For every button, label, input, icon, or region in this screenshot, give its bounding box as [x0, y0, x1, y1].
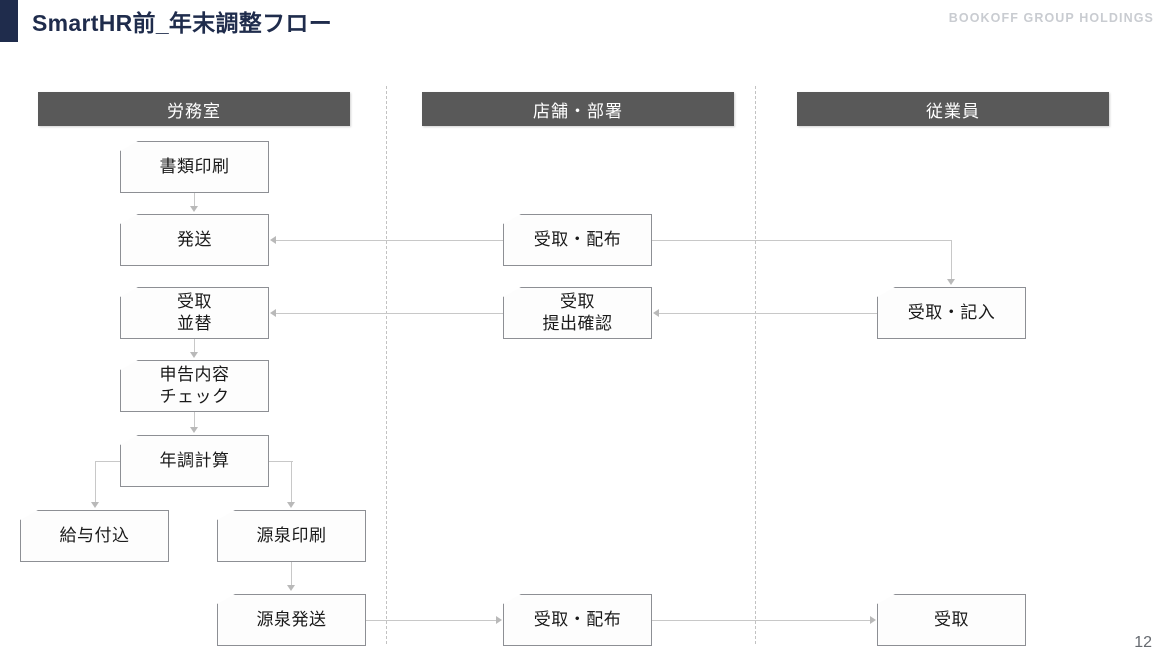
connector-keisan-to-gensen-v — [291, 461, 293, 503]
node-gensen-insatsu[interactable]: 源泉印刷 — [217, 510, 366, 562]
node-label: 源泉印刷 — [256, 526, 327, 546]
connector-haifu-to-kinyuu-v — [951, 240, 953, 280]
connector-shorui-to-hassou — [194, 193, 196, 208]
node-shape — [503, 214, 652, 266]
node-label: 給与付込 — [59, 526, 130, 546]
node-label: 書類印刷 — [159, 157, 230, 177]
arrow-right-icon — [870, 616, 876, 624]
node-label: 受取 並替 — [177, 292, 212, 333]
node-kyuyo-tsukekomi[interactable]: 給与付込 — [20, 510, 169, 562]
arrow-left-icon — [270, 309, 276, 317]
node-gensen-hassou[interactable]: 源泉発送 — [217, 594, 366, 646]
arrow-down-icon — [190, 352, 198, 358]
connector-gensen-to-haifu2 — [366, 620, 497, 622]
connector-keisan-to-gensen-h — [268, 461, 293, 463]
node-shape — [217, 594, 366, 646]
node-shape — [120, 214, 269, 266]
title-accent-bar — [0, 0, 18, 42]
lane-header-label: 店舗・部署 — [533, 101, 623, 121]
arrow-right-icon — [496, 616, 502, 624]
arrow-down-icon — [947, 279, 955, 285]
connector-check-to-keisan — [194, 412, 196, 429]
connector-gensen-insatsu-to-hassou — [291, 562, 293, 586]
arrow-down-icon — [190, 427, 198, 433]
node-label: 年調計算 — [159, 451, 230, 471]
lane-header-juugyouin: 従業員 — [797, 92, 1109, 126]
node-shape — [120, 360, 269, 412]
connector-teishutsu-to-narabe — [276, 313, 503, 315]
lane-divider-2 — [755, 86, 756, 644]
lane-divider-1 — [386, 86, 387, 644]
node-label: 受取 提出確認 — [542, 292, 613, 333]
arrow-down-icon — [91, 502, 99, 508]
arrow-left-icon — [653, 309, 659, 317]
arrow-left-icon — [270, 236, 276, 244]
node-shape — [217, 510, 366, 562]
arrow-down-icon — [287, 585, 295, 591]
node-uketori-kinyuu[interactable]: 受取・記入 — [877, 287, 1026, 339]
connector-narabe-to-check — [194, 339, 196, 354]
node-label: 受取・記入 — [907, 303, 996, 323]
lane-header-roumushitsu: 労務室 — [38, 92, 350, 126]
node-shorui-insatsu[interactable]: 書類印刷 — [120, 141, 269, 193]
connector-haifu-to-kinyuu-h — [652, 240, 952, 242]
brand-logo: BOOKOFF GROUP HOLDINGS — [948, 11, 1154, 25]
node-shape — [877, 287, 1026, 339]
arrow-down-icon — [287, 502, 295, 508]
connector-kinyuu-to-teishutsu — [659, 313, 877, 315]
node-uketori-narabe[interactable]: 受取 並替 — [120, 287, 269, 339]
node-uketori[interactable]: 受取 — [877, 594, 1026, 646]
lane-header-tenpo-busho: 店舗・部署 — [422, 92, 734, 126]
node-label: 申告内容 チェック — [159, 365, 230, 406]
node-shape — [503, 287, 652, 339]
node-label: 発送 — [177, 230, 212, 250]
node-uketori-teishutsu-kakunin[interactable]: 受取 提出確認 — [503, 287, 652, 339]
node-nenchou-keisan[interactable]: 年調計算 — [120, 435, 269, 487]
node-shape — [877, 594, 1026, 646]
node-label: 受取 — [934, 610, 969, 630]
connector-keisan-to-kyuyo-h — [95, 461, 121, 463]
node-shape — [20, 510, 169, 562]
lane-header-label: 労務室 — [167, 101, 221, 121]
connector-haifu-to-hassou — [276, 240, 503, 242]
page-title: SmartHR前_年末調整フロー — [32, 10, 333, 36]
node-uketori-haifu-2[interactable]: 受取・配布 — [503, 594, 652, 646]
arrow-down-icon — [190, 206, 198, 212]
node-label: 受取・配布 — [533, 230, 622, 250]
connector-keisan-to-kyuyo-v — [95, 461, 97, 503]
node-label: 受取・配布 — [533, 610, 622, 630]
node-shape — [120, 141, 269, 193]
node-uketori-haifu-1[interactable]: 受取・配布 — [503, 214, 652, 266]
connector-haifu2-to-uketori — [652, 620, 871, 622]
page-number: 12 — [1134, 634, 1152, 651]
lane-header-label: 従業員 — [926, 101, 980, 121]
node-shinkoku-check[interactable]: 申告内容 チェック — [120, 360, 269, 412]
node-hassou[interactable]: 発送 — [120, 214, 269, 266]
node-shape — [503, 594, 652, 646]
node-shape — [120, 287, 269, 339]
node-label: 源泉発送 — [256, 610, 327, 630]
node-shape — [120, 435, 269, 487]
